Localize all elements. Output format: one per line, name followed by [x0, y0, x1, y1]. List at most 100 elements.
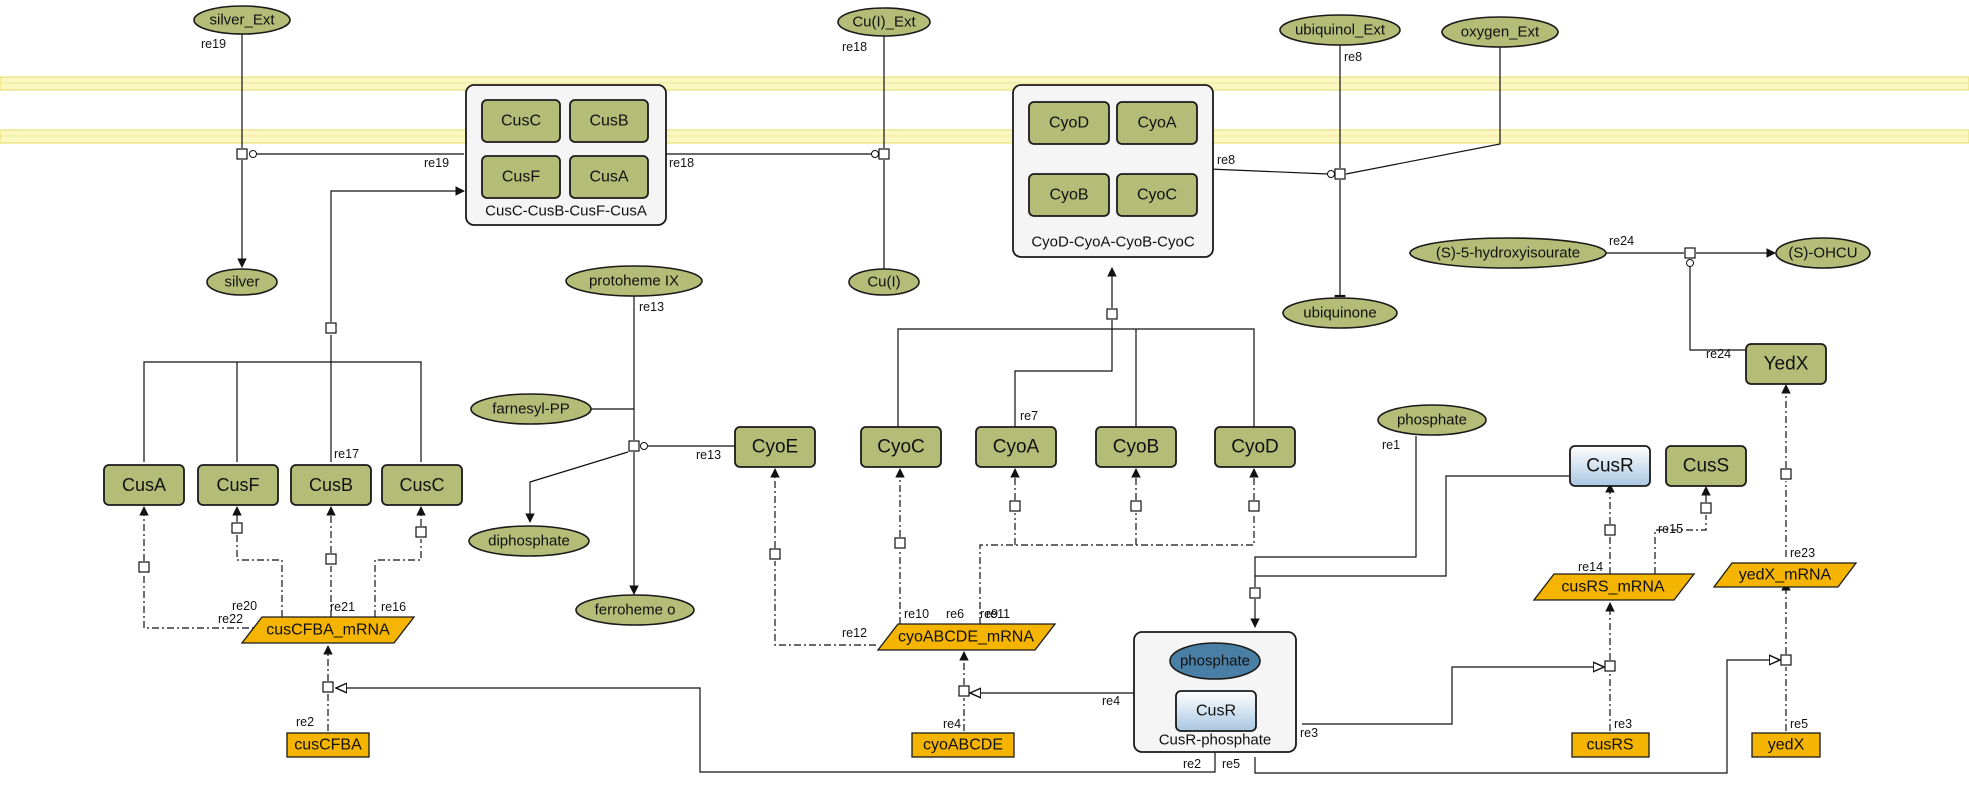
species-cu1[interactable]: Cu(I): [848, 268, 920, 296]
reaction-label-re24b: re24: [1706, 347, 1731, 361]
species-label: (S)-5-hydroxyisourate: [1436, 245, 1580, 262]
protein-cusF[interactable]: CusF: [197, 464, 279, 506]
reaction-labels: re19 re19 re18 re18 re8 re8 re24 re24 re…: [201, 37, 1815, 771]
reaction-label-re5b: re5: [1222, 757, 1240, 771]
protein-label: CusB: [309, 475, 353, 495]
reaction-label-re18a: re18: [842, 40, 867, 54]
reaction-label-re17: re17: [334, 447, 359, 461]
species-farnesyl-pp[interactable]: farnesyl-PP: [470, 393, 592, 425]
species-label: diphosphate: [488, 533, 570, 550]
species-diphosphate[interactable]: diphosphate: [468, 525, 590, 557]
species-protoheme[interactable]: protoheme IX: [565, 265, 703, 297]
reaction-label-re5a: re5: [1790, 717, 1808, 731]
gene-label: cusRS: [1586, 737, 1633, 754]
complex-label-cusr-p: CusR-phosphate: [1159, 732, 1272, 749]
process-nodes: [138, 148, 1792, 697]
gene-yedX[interactable]: yedX: [1751, 732, 1821, 758]
gene-label: cusCFBA: [294, 737, 362, 754]
protein-label: CusR: [1586, 456, 1634, 477]
mrna-label: cusCFBA_mRNA: [266, 622, 390, 639]
species-label: phosphate: [1397, 412, 1467, 429]
reaction-label-re19b: re19: [424, 156, 449, 170]
reaction-edges: [139, 30, 1791, 774]
cyo-member-cyoC: CyoC: [1137, 187, 1177, 204]
reaction-label-re9: re9: [980, 607, 998, 621]
reaction-label-re13b: re13: [696, 448, 721, 462]
complex-cusR-label: CusR: [1196, 703, 1236, 720]
species-label: protoheme IX: [589, 273, 679, 290]
protein-label: CyoD: [1231, 437, 1279, 458]
mrna-cyoABCDE[interactable]: cyoABCDE_mRNA: [876, 623, 1057, 651]
mrna-cusCFBA[interactable]: cusCFBA_mRNA: [240, 616, 416, 644]
mrna-cusRS[interactable]: cusRS_mRNA: [1532, 573, 1696, 601]
protein-yedX[interactable]: YedX: [1745, 343, 1827, 385]
protein-cyoB[interactable]: CyoB: [1095, 426, 1177, 468]
gene-cusRS[interactable]: cusRS: [1571, 732, 1650, 758]
reaction-label-re10: re10: [904, 607, 929, 621]
protein-cusB[interactable]: CusB: [290, 464, 372, 506]
species-ubiquinone[interactable]: ubiquinone: [1282, 297, 1398, 329]
protein-label: CyoA: [993, 437, 1040, 458]
complex-label-cyo: CyoD-CyoA-CyoB-CyoC: [1031, 234, 1195, 251]
mrna-label: cyoABCDE_mRNA: [898, 629, 1034, 646]
species-silver-ext[interactable]: silver_Ext: [193, 5, 291, 35]
protein-label: CusF: [216, 475, 259, 495]
cyo-member-cyoB: CyoB: [1049, 187, 1088, 204]
reaction-label-re4b: re4: [1102, 694, 1120, 708]
protein-label: CyoB: [1113, 437, 1159, 458]
mrna-label: cusRS_mRNA: [1561, 579, 1664, 596]
species-ohcu[interactable]: (S)-OHCU: [1775, 237, 1871, 269]
reaction-label-re7: re7: [1020, 409, 1038, 423]
complex-cusr-phosphate[interactable]: phosphate CusR CusR-phosphate: [1133, 631, 1297, 753]
protein-cyoE[interactable]: CyoE: [734, 426, 816, 468]
reaction-label-re16: re16: [381, 600, 406, 614]
mrna-yedX[interactable]: yedX_mRNA: [1712, 562, 1858, 588]
protein-label: YedX: [1764, 354, 1809, 375]
species-silver[interactable]: silver: [206, 268, 278, 296]
reaction-label-re2a: re2: [296, 715, 314, 729]
protein-cusR[interactable]: CusR: [1569, 445, 1651, 487]
protein-cusC[interactable]: CusC: [381, 464, 463, 506]
protein-label: CyoC: [877, 437, 925, 458]
protein-cusS[interactable]: CusS: [1665, 445, 1747, 487]
reaction-label-re14: re14: [1578, 560, 1603, 574]
cyo-member-cyoD: CyoD: [1049, 115, 1089, 132]
reaction-label-re24a: re24: [1609, 234, 1634, 248]
species-label: ferroheme o: [595, 602, 676, 619]
reaction-label-re18b: re18: [669, 156, 694, 170]
complex-label-cus: CusC-CusB-CusF-CusA: [485, 203, 647, 220]
reaction-label-re3b: re3: [1300, 726, 1318, 740]
protein-cyoC[interactable]: CyoC: [860, 426, 942, 468]
species-ubiquinol-ext[interactable]: ubiquinol_Ext: [1279, 14, 1401, 46]
cus-member-cusF: CusF: [502, 169, 540, 186]
gene-cyoABCDE[interactable]: cyoABCDE: [911, 732, 1015, 758]
species-ferroheme[interactable]: ferroheme o: [575, 594, 695, 626]
reaction-label-re2b: re2: [1183, 757, 1201, 771]
species-phosphate[interactable]: phosphate: [1377, 404, 1487, 436]
species-oxygen-ext[interactable]: oxygen_Ext: [1441, 16, 1559, 48]
species-cu1-ext[interactable]: Cu(I)_Ext: [837, 7, 931, 37]
gene-label: cyoABCDE: [923, 737, 1003, 754]
protein-label: CyoE: [752, 437, 798, 458]
reaction-label-re8a: re8: [1344, 50, 1362, 64]
reaction-label-re4a: re4: [943, 717, 961, 731]
reaction-label-re8b: re8: [1217, 153, 1235, 167]
complex-cus[interactable]: CusC CusB CusF CusA CusC-CusB-CusF-CusA: [465, 84, 667, 226]
protein-cyoA[interactable]: CyoA: [975, 426, 1057, 468]
protein-cusA[interactable]: CusA: [103, 464, 185, 506]
species-hydroxyisourate[interactable]: (S)-5-hydroxyisourate: [1409, 237, 1607, 269]
complex-phosphate-label: phosphate: [1180, 653, 1250, 670]
species-label: Cu(I): [867, 274, 900, 291]
cus-member-cusB: CusB: [589, 113, 628, 130]
species-label: Cu(I)_Ext: [852, 14, 916, 31]
reaction-label-re19a: re19: [201, 37, 226, 51]
species-label: silver_Ext: [209, 12, 275, 29]
species-label: (S)-OHCU: [1788, 245, 1857, 262]
species-label: farnesyl-PP: [492, 401, 570, 418]
gene-cusCFBA[interactable]: cusCFBA: [286, 732, 370, 758]
protein-cyoD[interactable]: CyoD: [1214, 426, 1296, 468]
reaction-label-re1: re1: [1382, 438, 1400, 452]
reaction-label-re6: re6: [946, 607, 964, 621]
cus-member-cusA: CusA: [589, 169, 628, 186]
complex-cyo[interactable]: CyoD CyoA CyoB CyoC CyoD-CyoA-CyoB-CyoC: [1012, 84, 1214, 258]
